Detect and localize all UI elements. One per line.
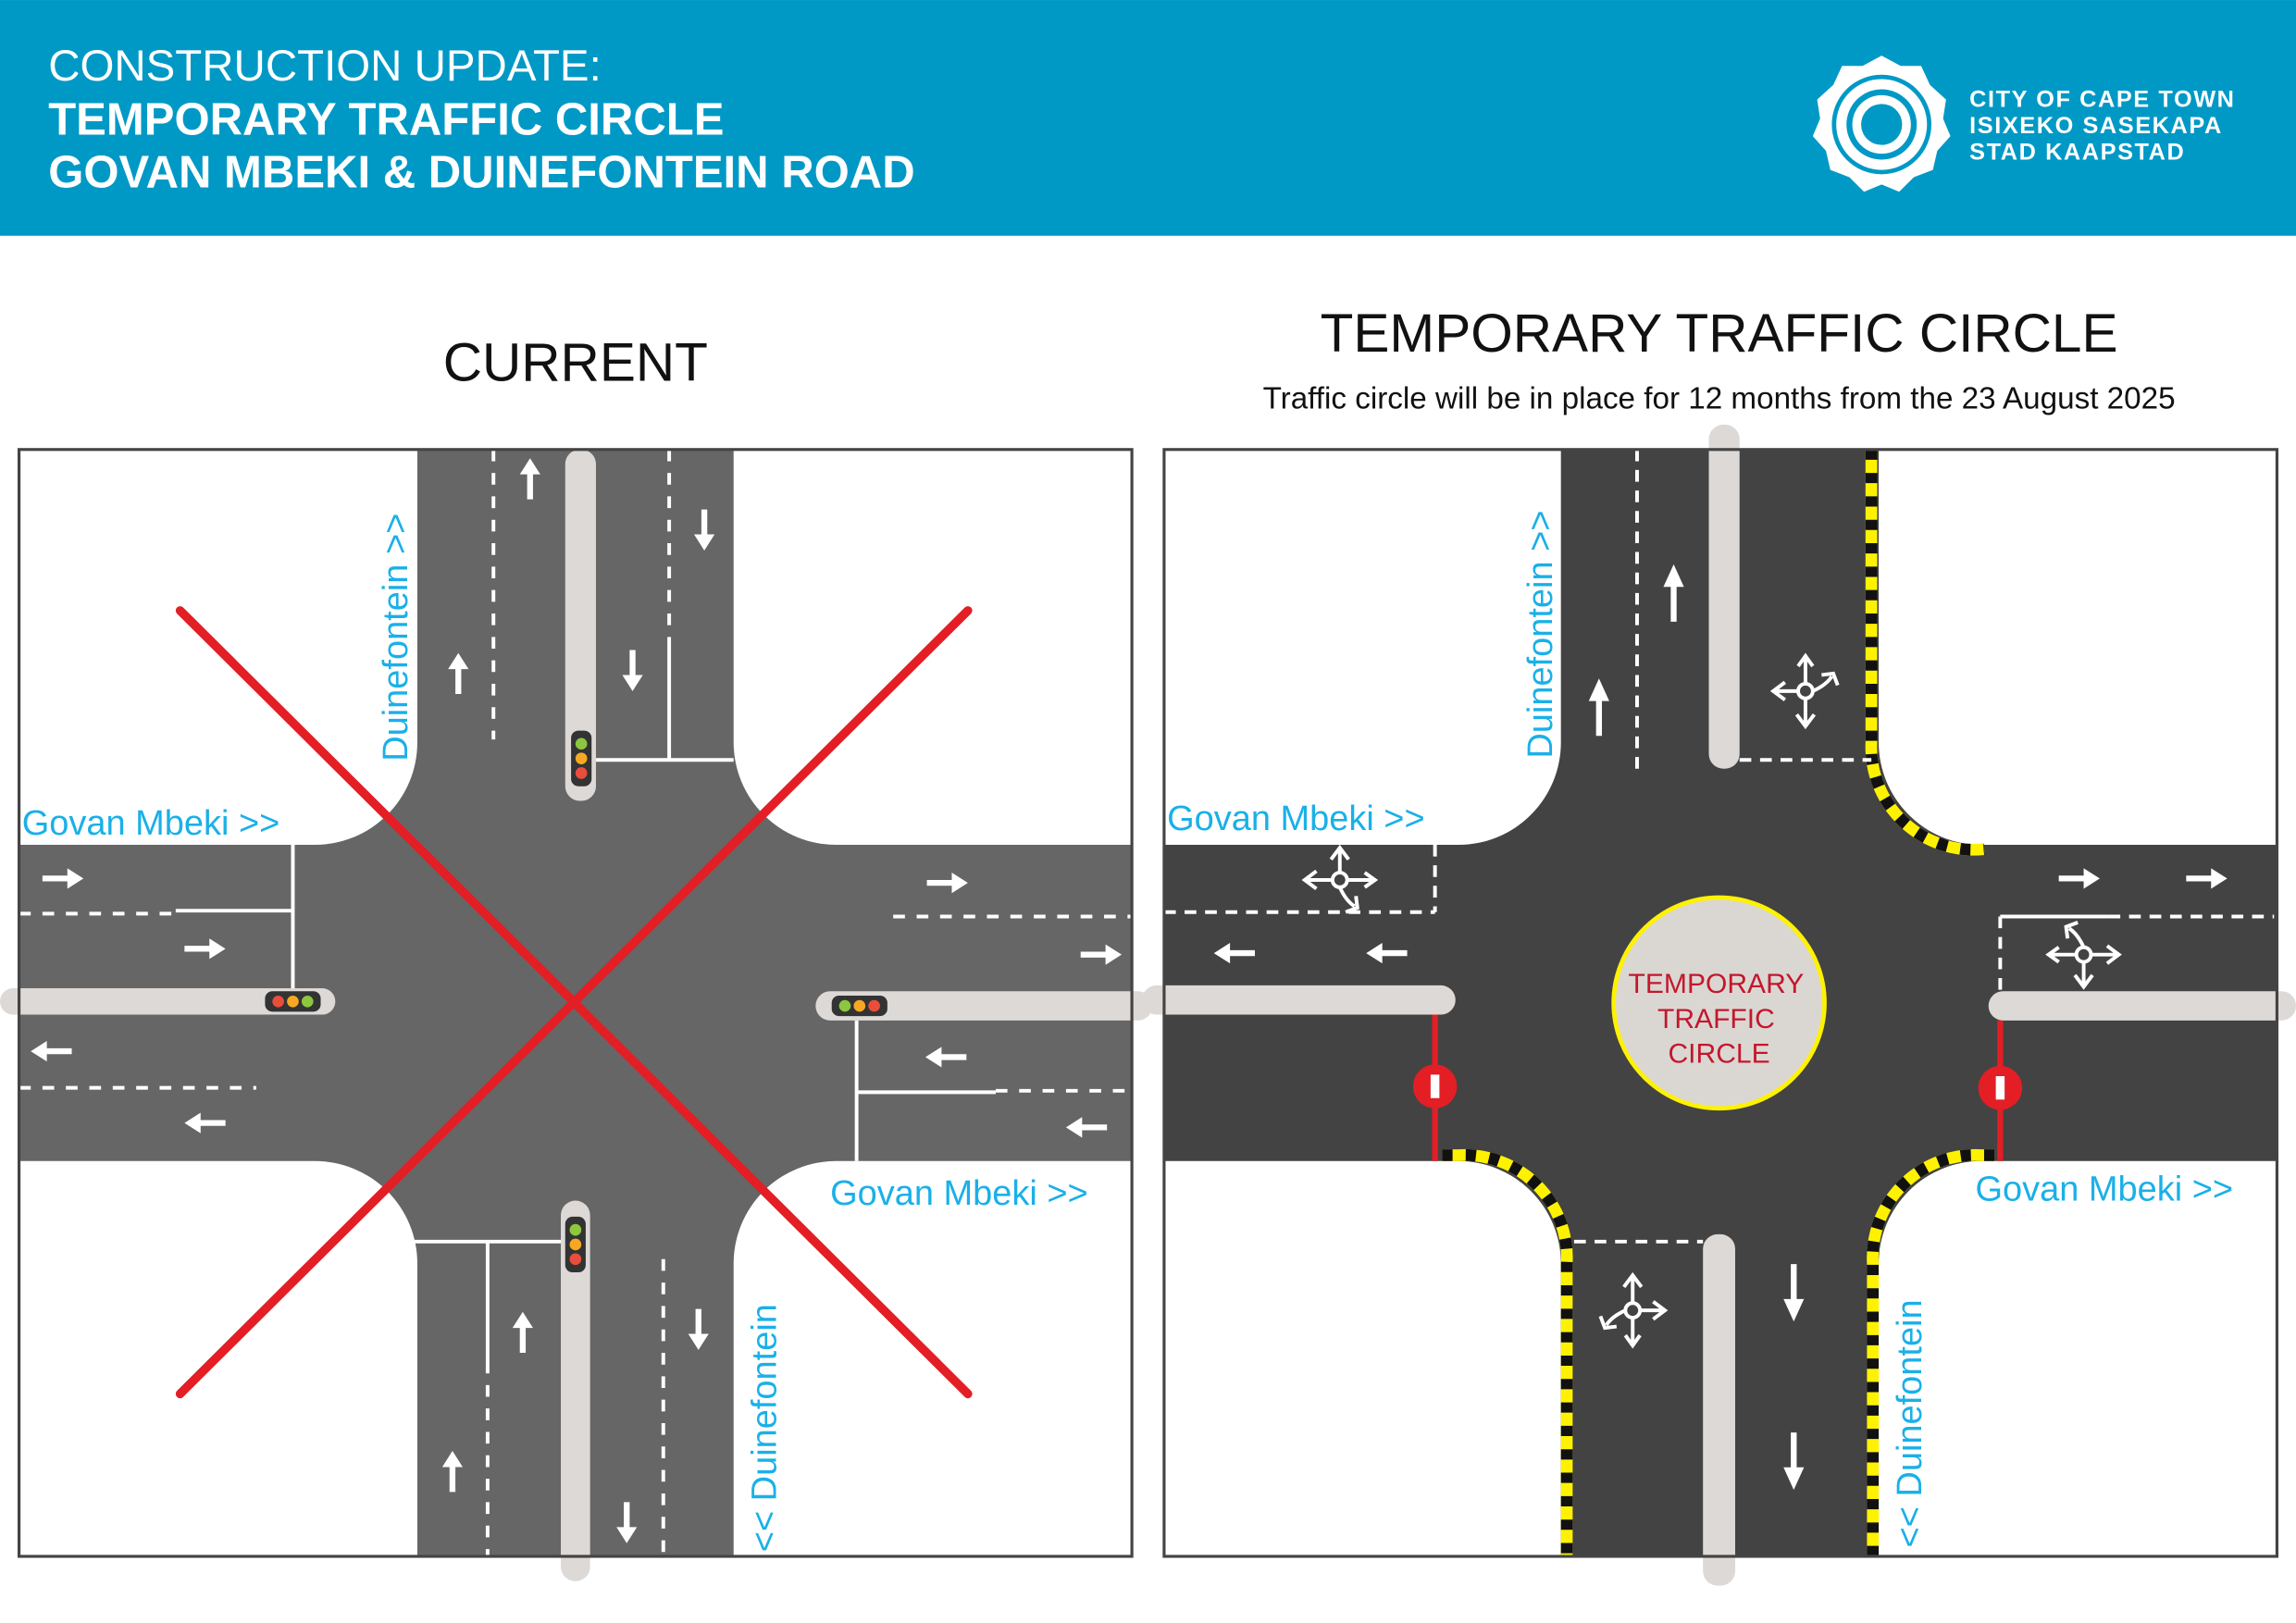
temporary-frame xyxy=(1162,448,2279,1558)
no-entry-icon xyxy=(1412,1064,1458,1109)
no-entry-icon xyxy=(1978,1065,2023,1110)
no-entry-signs xyxy=(1412,1014,2023,1161)
traffic-light-icon xyxy=(265,991,321,1012)
traffic-light-icon xyxy=(571,730,592,787)
circle-line3: CIRCLE xyxy=(1668,1039,1769,1070)
label-duinefontein-north: Duinefontein >> xyxy=(377,514,416,762)
temporary-title: TEMPORARY TRAFFIC CIRCLE xyxy=(1321,304,2118,364)
circle-line2: TRAFFIC xyxy=(1657,1004,1775,1035)
temporary-subtitle: Traffic circle will be in place for 12 m… xyxy=(1263,381,2176,415)
cross-out-icon xyxy=(175,606,973,1399)
header-kicker: CONSTRUCTION UPDATE: xyxy=(48,42,602,91)
current-intersection-diagram: Duinefontein >> Govan Mbeki >> Govan Mbe… xyxy=(0,448,1153,1581)
temporary-intersection-diagram: TEMPORARY TRAFFIC CIRCLE Duinefontein >>… xyxy=(1142,424,2296,1586)
logo-line2: ISIXEKO SASEKAPA xyxy=(1969,113,2223,139)
header-title-line2: GOVAN MBEKI & DUINEFONTEIN ROAD xyxy=(48,148,914,198)
label-duinefontein-south: << Duinefontein xyxy=(1891,1299,1930,1547)
label-govan-mbeki-west: Govan Mbeki >> xyxy=(22,804,280,843)
lane-markings xyxy=(19,449,1133,1556)
label-duinefontein-south: << Duinefontein xyxy=(746,1304,785,1552)
label-duinefontein-north: Duinefontein >> xyxy=(1521,511,1560,759)
traffic-light-icon xyxy=(831,995,887,1017)
label-govan-mbeki-east: Govan Mbeki >> xyxy=(1975,1170,2233,1208)
medians xyxy=(1142,424,2296,1586)
current-title: CURRENT xyxy=(443,332,708,392)
label-govan-mbeki-east: Govan Mbeki >> xyxy=(830,1174,1088,1213)
logo-line3: STAD KAAPSTAD xyxy=(1969,139,2185,165)
hazard-kerbs xyxy=(1442,449,1995,1556)
city-logo: CITY OF CAPE TOWN ISIXEKO SASEKAPA STAD … xyxy=(1812,56,2235,192)
medians xyxy=(0,449,1153,1581)
header-banner: CONSTRUCTION UPDATE: TEMPORARY TRAFFIC C… xyxy=(0,0,2296,236)
lane-markings xyxy=(1163,449,2275,1244)
city-emblem-icon xyxy=(1812,56,1951,192)
header-title-line1: TEMPORARY TRAFFIC CIRCLE xyxy=(48,95,724,145)
logo-line1: CITY OF CAPE TOWN xyxy=(1969,87,2235,113)
circle-line1: TEMPORARY xyxy=(1629,969,1805,999)
traffic-circle: TEMPORARY TRAFFIC CIRCLE xyxy=(1611,895,1827,1111)
current-frame xyxy=(17,448,1134,1558)
traffic-light-icon xyxy=(565,1216,586,1273)
label-govan-mbeki-west: Govan Mbeki >> xyxy=(1167,799,1425,838)
